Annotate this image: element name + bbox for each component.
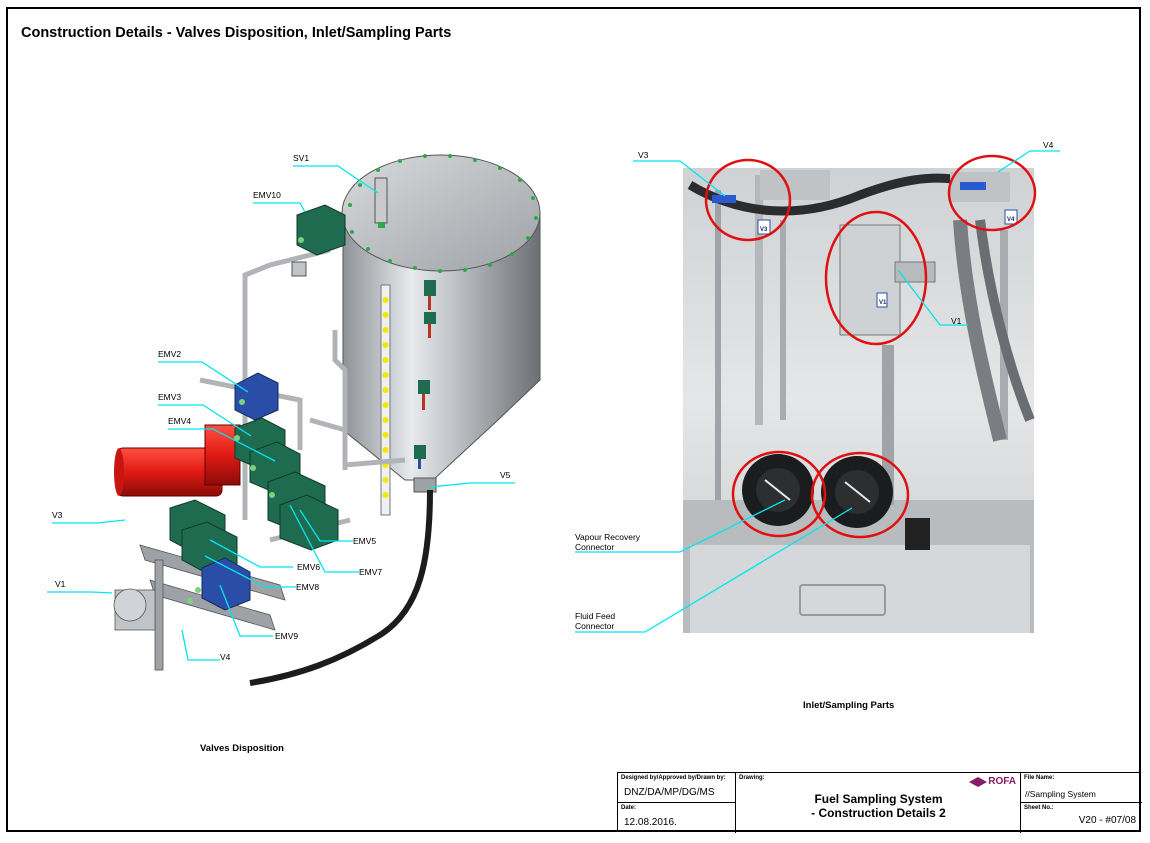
drawing-frame	[6, 7, 1141, 832]
label-v5: V5	[500, 470, 511, 480]
tb-file-label: File Name:	[1024, 775, 1055, 781]
label-emv3: EMV3	[158, 392, 181, 402]
tag-v4: V4	[1007, 217, 1015, 223]
label-v4-right: V4	[1043, 140, 1054, 150]
tb-sheet-value: V20 - #07/08	[1078, 815, 1136, 826]
valve-emv10	[291, 204, 346, 277]
label-v1-left: V1	[55, 579, 66, 589]
rofa-logo-icon	[969, 776, 988, 787]
title-block: Designed by/Approved by/Drawn by: DNZ/DA…	[617, 772, 1142, 833]
label-emv2: EMV2	[158, 349, 181, 359]
tb-drawing-cell: Drawing: ROFA Fuel Sampling System - Con…	[736, 773, 1021, 833]
label-emv8: EMV8	[296, 582, 319, 592]
caption-valves-disposition: Valves Disposition	[200, 743, 284, 754]
tb-drawing-label: Drawing:	[739, 775, 765, 781]
label-vapour-2: Connector	[575, 542, 614, 552]
page-title: Construction Details - Valves Dispositio…	[21, 25, 452, 41]
tb-sheet-cell: Sheet No.: V20 - #07/08	[1021, 803, 1142, 833]
label-sv1: SV1	[293, 153, 309, 163]
caption-inlet-sampling: Inlet/Sampling Parts	[803, 700, 895, 711]
label-fluid-2: Connector	[575, 621, 614, 631]
tb-drawing-title-1: Fuel Sampling System	[814, 792, 943, 806]
label-v1-right: V1	[951, 316, 962, 326]
valve-fittings	[187, 237, 304, 604]
label-v3-left: V3	[52, 510, 63, 520]
tb-date-value: 12.08.2016.	[624, 817, 677, 828]
rofa-logo-text: ROFA	[988, 776, 1016, 787]
label-emv9: EMV9	[275, 631, 298, 641]
label-v3-right: V3	[638, 150, 649, 160]
tag-v1: V1	[879, 300, 887, 306]
label-emv7: EMV7	[359, 567, 382, 577]
tb-designed-label: Designed by/Approved by/Drawn by:	[621, 775, 726, 781]
tb-date-cell: Date: 12.08.2016.	[618, 803, 736, 833]
pump	[114, 424, 241, 497]
label-fluid-1: Fluid Feed	[575, 611, 615, 621]
valve-emv9	[201, 557, 251, 611]
tag-v3: V3	[760, 227, 768, 233]
tb-sheet-label: Sheet No.:	[1024, 805, 1054, 811]
label-emv6: EMV6	[297, 562, 320, 572]
tb-designed-value: DNZ/DA/MP/DG/MS	[624, 787, 715, 798]
tb-date-label: Date:	[621, 805, 637, 811]
tank	[249, 154, 541, 686]
leader-lines-right	[575, 150, 1060, 633]
highlight-circles	[704, 154, 1037, 539]
label-emv10: EMV10	[253, 190, 281, 200]
label-emv4: EMV4	[168, 416, 191, 426]
valve-emv2	[234, 372, 279, 421]
tb-file-cell: File Name: //Sampling System	[1021, 773, 1142, 803]
tb-designed-cell: Designed by/Approved by/Drawn by: DNZ/DA…	[618, 773, 736, 803]
tb-drawing-title-2: - Construction Details 2	[811, 806, 946, 820]
label-v4-left: V4	[220, 652, 231, 662]
inlet-sampling-photo	[683, 168, 1035, 633]
label-emv5: EMV5	[353, 536, 376, 546]
rofa-logo: ROFA	[969, 776, 1016, 787]
leader-lines-left	[47, 165, 515, 661]
label-vapour-1: Vapour Recovery	[575, 532, 641, 542]
tb-file-value: //Sampling System	[1025, 789, 1096, 799]
